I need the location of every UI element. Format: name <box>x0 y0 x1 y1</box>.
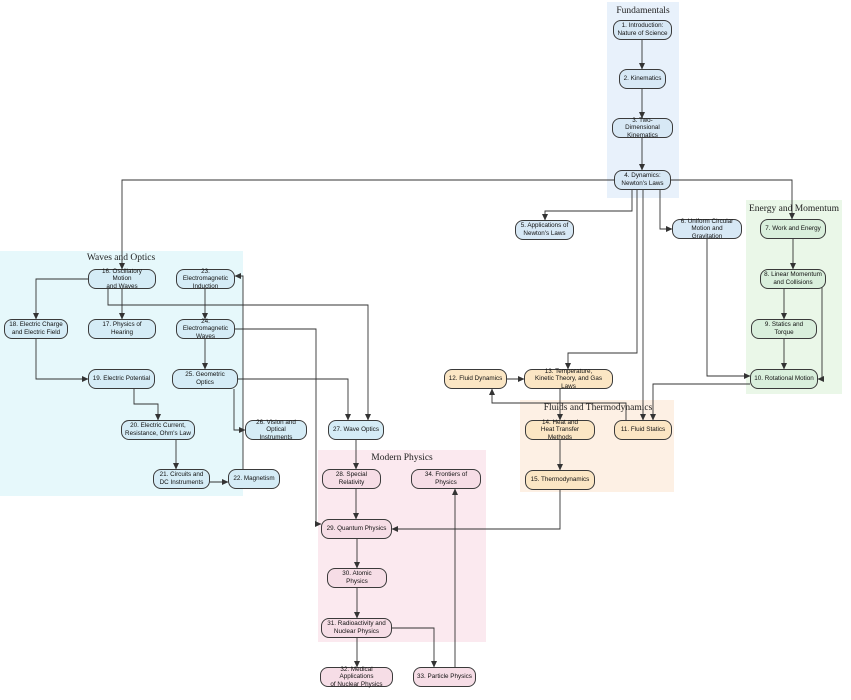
cluster-title-fluids: Fluids and Thermodynamics <box>543 403 653 413</box>
edge-n10-to-n11 <box>650 383 750 421</box>
node-n14[interactable]: 14. Heat and Heat Transfer Methods <box>525 419 595 441</box>
node-n12[interactable]: 12. Fluid Dynamics <box>444 369 507 389</box>
node-n5[interactable]: 5. Applications of Newton's Laws <box>515 220 574 240</box>
node-n20[interactable]: 20. Electric Current, Resistance, Ohm's … <box>121 420 195 440</box>
node-n16[interactable]: 16. Oscillatory Motion and Waves <box>88 268 156 290</box>
node-n19[interactable]: 19. Electric Potential <box>88 369 155 389</box>
node-n23[interactable]: 23. Electromagnetic Induction <box>176 268 235 290</box>
edge-n11-to-n12 <box>489 388 627 420</box>
edge-n4-to-n7 <box>671 179 795 220</box>
edge-n4-to-n16 <box>119 179 614 270</box>
node-n17[interactable]: 17. Physics of Hearing <box>88 319 156 339</box>
node-n3[interactable]: 3. Two-Dimensional Kinematics <box>612 117 673 139</box>
node-n32[interactable]: 32. Medical Applications of Nuclear Phys… <box>320 666 393 688</box>
node-n6[interactable]: 6. Uniform Circular Motion and Gravitati… <box>672 218 742 240</box>
cluster-title-waves: Waves and Optics <box>86 253 156 263</box>
node-n15[interactable]: 15. Thermodynamics <box>525 470 595 490</box>
node-n4[interactable]: 4. Dynamics: Newton's Laws <box>614 170 671 190</box>
edge-n31-to-n33 <box>392 627 437 668</box>
node-n13[interactable]: 13. Temperature, Kinetic Theory, and Gas… <box>524 368 613 390</box>
node-n34[interactable]: 34. Frontiers of Physics <box>411 469 481 489</box>
edge-n24-to-n29 <box>235 328 322 527</box>
node-n33[interactable]: 33. Particle Physics <box>413 667 476 687</box>
node-n2[interactable]: 2. Kinematics <box>619 69 666 89</box>
edge-n22-to-n23 <box>234 273 244 469</box>
cluster-title-energy: Energy and Momentum <box>748 204 840 214</box>
node-n21[interactable]: 21. Circuits and DC Instruments <box>153 469 210 489</box>
node-n11[interactable]: 11. Fluid Statics <box>614 420 672 440</box>
edge-n16-to-n18 <box>33 278 88 320</box>
edge-n18-to-n19 <box>35 339 89 382</box>
node-n28[interactable]: 28. Special Relativity <box>322 469 381 489</box>
edge-n19-to-n20 <box>133 389 161 421</box>
edge-n25-to-n27 <box>238 378 351 421</box>
node-n27[interactable]: 27. Wave Optics <box>328 420 384 440</box>
node-n1[interactable]: 1. Introduction: Nature of Science <box>613 20 672 40</box>
node-n9[interactable]: 9. Statics and Torque <box>751 319 817 339</box>
node-n25[interactable]: 25. Geometric Optics <box>172 369 238 389</box>
edge-n6-to-n10 <box>706 239 751 379</box>
edge-n15-to-n29 <box>391 490 561 532</box>
node-n29[interactable]: 29. Quantum Physics <box>321 519 392 539</box>
edge-n25-to-n26 <box>233 389 246 433</box>
node-n7[interactable]: 7. Work and Energy <box>760 219 826 239</box>
edge-n4-to-n13 <box>565 190 638 370</box>
node-n24[interactable]: 24. Electromagnetic Waves <box>176 318 235 340</box>
node-n10[interactable]: 10. Rotational Motion <box>750 369 818 389</box>
node-n31[interactable]: 31. Radioactivity and Nuclear Physics <box>321 618 392 638</box>
node-n30[interactable]: 30. Atomic Physics <box>327 568 387 588</box>
edge-n8-to-n10 <box>817 278 826 382</box>
cluster-title-fund: Fundamentals <box>616 6 670 16</box>
node-n18[interactable]: 18. Electric Charge and Electric Field <box>4 319 68 339</box>
edge-n4-to-n6 <box>659 190 673 232</box>
node-n8[interactable]: 8. Linear Momentum and Collisions <box>760 269 826 289</box>
node-n26[interactable]: 26. Vision and Optical Instruments <box>245 419 307 441</box>
node-n22[interactable]: 22. Magnetism <box>228 469 280 489</box>
cluster-title-modern: Modern Physics <box>371 453 433 463</box>
edge-n4-to-n5 <box>542 190 633 221</box>
edge-n16-to-n27 <box>107 289 371 421</box>
